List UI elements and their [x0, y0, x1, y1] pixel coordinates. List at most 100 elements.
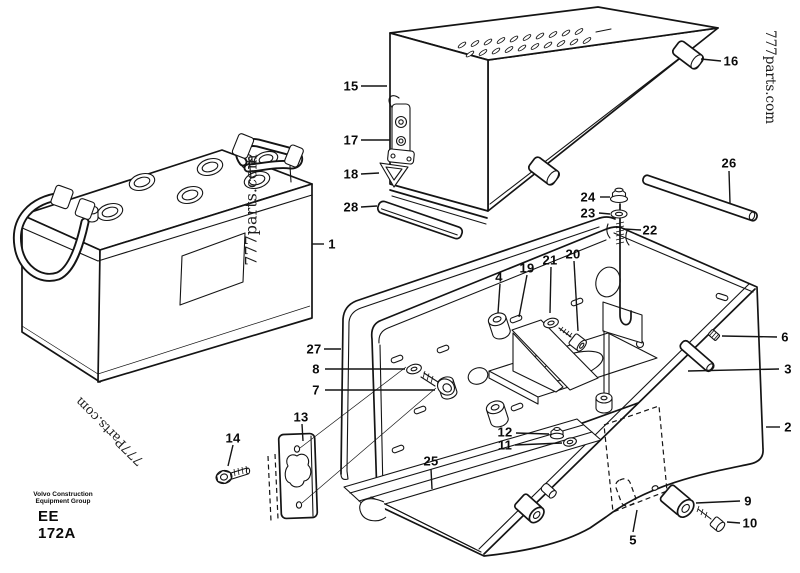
callout-14: 14 — [225, 430, 241, 446]
leader-13 — [301, 423, 304, 442]
battery-cap — [128, 172, 156, 192]
lip-end-clip — [359, 498, 387, 522]
callout-22: 22 — [642, 222, 658, 238]
bolt-14 — [215, 465, 251, 485]
callout-13: 13 — [293, 409, 309, 425]
battery-label — [179, 232, 246, 306]
bolt-7 — [420, 370, 456, 396]
watermark-center: 777parts.com — [241, 154, 261, 266]
spacer — [485, 400, 509, 428]
hold-down-clamp — [437, 187, 658, 447]
callout-21: 21 — [542, 252, 558, 268]
leader-6 — [721, 335, 778, 338]
callout-9: 9 — [744, 493, 752, 509]
leader-26 — [728, 170, 731, 204]
callout-11: 11 — [497, 437, 513, 453]
callout-16: 16 — [723, 53, 739, 69]
keyhole-cutout — [284, 453, 312, 488]
edge-trim-27 — [340, 216, 616, 480]
leader-21 — [549, 266, 552, 314]
callout-27: 27 — [306, 341, 322, 357]
callout-3: 3 — [784, 361, 792, 377]
nut-12 — [549, 426, 565, 440]
cover-hook-18 — [379, 162, 409, 188]
callout-4: 4 — [495, 269, 503, 285]
callout-23: 23 — [580, 205, 596, 221]
floor-boss — [595, 392, 613, 414]
battery-cap — [176, 185, 204, 205]
washer-23 — [610, 209, 628, 219]
callout-24: 24 — [580, 189, 596, 205]
rail-pad-small — [540, 482, 557, 499]
callout-2: 2 — [784, 419, 792, 435]
leader-5 — [632, 509, 638, 533]
leader-28 — [360, 205, 378, 208]
cover-buffer-16 — [671, 40, 705, 70]
washer-8 — [406, 363, 422, 375]
callout-8: 8 — [312, 361, 320, 377]
callout-15: 15 — [343, 78, 359, 94]
publisher-line1: Volvo Construction — [33, 491, 93, 498]
leader-18 — [360, 172, 380, 175]
callout-12: 12 — [497, 424, 513, 440]
battery-cap — [196, 157, 224, 177]
rubber-strip-28 — [376, 200, 464, 240]
leader-16 — [700, 58, 722, 62]
battery-lid-seam — [19, 194, 313, 262]
washer-11 — [563, 437, 577, 447]
leader-9 — [695, 500, 741, 504]
callout-18: 18 — [343, 166, 359, 182]
leader-10 — [726, 521, 741, 524]
rail-pad — [513, 493, 545, 524]
bolt-20 — [558, 326, 587, 352]
leader-4 — [497, 283, 501, 314]
callout-6: 6 — [781, 329, 789, 345]
leader-14 — [227, 444, 234, 467]
leader-22 — [623, 228, 642, 231]
callout-19: 19 — [519, 260, 535, 276]
figure-code: EE 172A — [38, 508, 76, 542]
leader-19 — [518, 274, 528, 318]
mounting-plate-13 — [267, 366, 437, 522]
callout-28: 28 — [343, 199, 359, 215]
battery-base-seam — [21, 305, 311, 375]
leader-11 — [514, 442, 563, 446]
callout-leader-lines — [227, 58, 780, 533]
battery-box-cover — [379, 6, 719, 225]
leader-12 — [515, 432, 550, 435]
spacer-4 — [487, 312, 511, 340]
callout-17: 17 — [343, 132, 359, 148]
callout-26: 26 — [721, 155, 737, 171]
callout-10: 10 — [742, 515, 758, 531]
publisher-line2: Equipment Group — [35, 498, 91, 505]
j-hook-rod-22 — [615, 203, 632, 326]
phantom-part-5 — [603, 405, 668, 513]
footer-block: Volvo Construction Equipment Group EE 17… — [30, 491, 96, 542]
callout-5: 5 — [629, 532, 637, 548]
callout-25: 25 — [423, 453, 439, 469]
callout-20: 20 — [565, 246, 581, 262]
battery — [12, 133, 313, 383]
battery-cap — [96, 202, 124, 222]
cover-vents — [457, 28, 612, 58]
clamp-bracket-19 — [511, 319, 599, 391]
washer-21 — [543, 317, 559, 329]
cover-latch-17 — [387, 95, 415, 165]
leader-3 — [687, 368, 780, 372]
wall-hole-round — [467, 367, 489, 385]
cover-buffer-16b — [527, 156, 561, 186]
callout-1: 1 — [328, 236, 336, 252]
watermark-right: 777parts.com — [762, 29, 778, 125]
nut-24 — [609, 187, 629, 204]
bolt-10 — [696, 505, 726, 532]
clip-6 — [707, 329, 721, 341]
rod-26 — [642, 174, 758, 222]
bushing-9 — [659, 484, 695, 519]
battery-handle-right — [231, 133, 304, 183]
callout-7: 7 — [312, 382, 320, 398]
battery-handle-left — [12, 184, 96, 282]
leader-20 — [573, 260, 579, 332]
leader-23 — [598, 212, 611, 215]
